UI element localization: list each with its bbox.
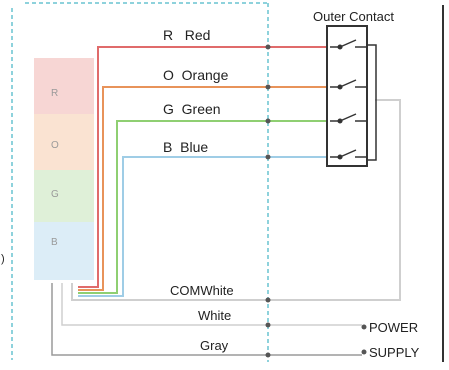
- wire-label-blue: B Blue: [163, 139, 208, 155]
- contact-switch-2: [330, 79, 367, 90]
- terminal-dot-com: [265, 297, 271, 303]
- terminal-dot-blue: [265, 154, 271, 160]
- power-dot-2: [361, 349, 367, 355]
- lamp-label-g: G: [51, 189, 59, 200]
- lamp-blue-segment: [34, 222, 94, 280]
- contact-switch-4: [330, 149, 367, 160]
- power-supply-label-2: SUPPLY: [369, 345, 420, 360]
- terminal-dot-orange: [265, 84, 271, 90]
- wire-label-red: R Red: [163, 27, 210, 43]
- wire-label-white: White: [198, 308, 231, 323]
- contact-switch-1: [330, 39, 367, 50]
- lamp-label-o: O: [51, 140, 59, 151]
- wire-label-gray: Gray: [200, 338, 229, 353]
- terminal-dots: [265, 44, 367, 358]
- orange-wire: [78, 86, 330, 291]
- lamp-label-b: B: [51, 237, 58, 248]
- power-supply-label-1: POWER: [369, 320, 418, 335]
- signal-lamp: R O G B: [34, 58, 94, 280]
- power-dot-1: [361, 324, 367, 330]
- terminal-dot-red: [265, 44, 271, 50]
- outer-contact-title: Outer Contact: [313, 9, 394, 24]
- terminal-dot-gray: [265, 352, 271, 358]
- terminal-dot-green: [265, 118, 271, 124]
- terminal-dot-white: [265, 322, 271, 328]
- gray-wire: [51, 283, 362, 356]
- outer-contact-frame: [326, 25, 368, 167]
- edge-mark: ): [1, 253, 5, 265]
- contact-common-rail: [367, 44, 377, 161]
- com-white-wire: [71, 99, 401, 301]
- contact-switch-3: [330, 113, 367, 124]
- wire-label-com-white: COMWhite: [170, 283, 234, 298]
- lamp-orange-segment: [34, 114, 94, 170]
- panel-border: [11, 2, 269, 362]
- white-wire: [61, 283, 362, 326]
- blue-wire: [78, 156, 330, 297]
- wire-label-orange: O Orange: [163, 67, 229, 83]
- green-wire: [78, 120, 330, 294]
- outer-contact-box: [326, 25, 377, 167]
- signal-wires: [71, 46, 401, 301]
- power-wires: [51, 283, 362, 356]
- lamp-label-r: R: [51, 88, 58, 99]
- wire-label-green: G Green: [163, 101, 221, 117]
- lamp-red-segment: [34, 58, 94, 114]
- red-wire: [78, 46, 330, 288]
- lamp-green-segment: [34, 170, 94, 222]
